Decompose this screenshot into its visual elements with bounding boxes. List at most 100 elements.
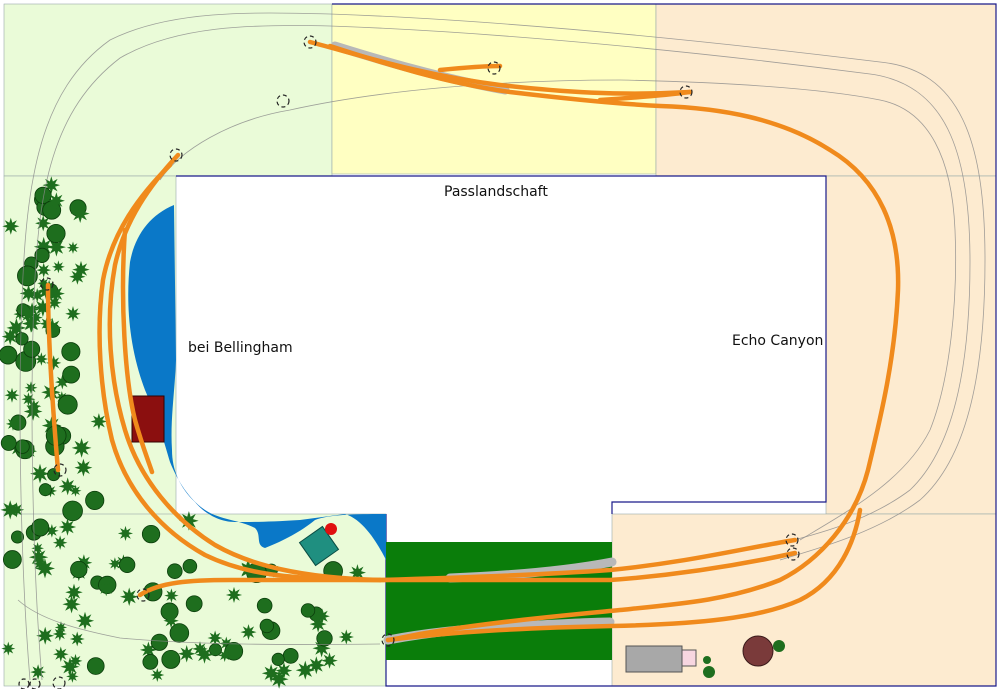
tree [208,643,222,657]
track-main-loop[interactable] [327,43,901,643]
tree [62,500,83,522]
track-end-marker [53,463,67,477]
tree [47,237,66,257]
track-end-marker [303,35,317,49]
hidden-track-outer [19,12,986,681]
tree [70,204,90,223]
board-top-right [655,3,997,177]
tree [46,223,66,244]
tree-group [0,176,366,689]
track-end-marker [487,61,501,75]
tree [338,629,354,645]
tree [300,603,316,618]
bush [773,640,785,652]
tree [150,633,168,651]
tree [119,556,136,573]
track-bottom-return[interactable] [385,507,863,643]
tree [47,192,65,210]
board-top-left [3,3,333,177]
tree [90,413,108,430]
tree [69,631,85,647]
tree [62,365,81,384]
tree [167,563,183,579]
tree [108,557,122,571]
water-lake [128,205,386,560]
tree [169,623,190,643]
tree [120,587,139,606]
tree [24,381,38,395]
tree [58,518,77,536]
track-end-marker [169,148,183,162]
track-bottom-main[interactable] [137,550,798,598]
tree [225,586,243,603]
track-upper-left[interactable] [307,39,693,96]
tree [240,624,257,641]
tree [316,630,333,647]
hidden-tracks [17,12,986,681]
tree [1,328,19,346]
tree [271,652,285,666]
tree [142,654,159,670]
hidden-track-3 [159,79,957,541]
track-left-spur[interactable] [120,227,155,475]
tree [141,524,161,544]
tree [0,345,18,365]
tree [5,416,21,431]
tree [75,611,95,630]
tree [69,484,82,497]
tree [178,645,196,663]
tree [321,652,338,669]
shed-grey [625,645,683,673]
tree [275,662,293,679]
tree [282,647,299,664]
board-right [825,175,997,515]
round-structure [742,635,774,667]
tree [161,649,181,669]
tree [36,626,55,645]
track-end-marker [40,277,54,291]
main-tracks [45,39,901,645]
tree [70,560,88,579]
tree [66,241,80,254]
hidden-track-4 [17,599,381,645]
tree [69,268,86,285]
tree [259,618,274,634]
track-upper-siding[interactable] [437,63,503,73]
label-echo-canyon: Echo Canyon [732,333,824,349]
tree [10,530,25,544]
track-upper-right-stub[interactable] [597,89,693,103]
tree [207,630,223,646]
tree [2,550,22,569]
tree [117,525,133,541]
tree [30,463,50,484]
label-bei-bellingham: bei Bellingham [188,340,293,356]
track-end-marker [785,533,799,547]
tree [52,535,68,550]
tree [62,595,81,614]
tree [34,352,49,366]
tree [19,284,38,303]
track-end-marker [276,94,290,108]
tree [179,511,199,531]
tree [53,646,69,662]
track-bottom-siding[interactable] [377,537,798,583]
tree [31,518,50,537]
signal-red [325,523,337,535]
tree [8,502,25,518]
tree [164,588,179,603]
track-end-marker [679,85,693,99]
tree [98,579,115,597]
shed-pink [681,649,697,667]
bush [703,666,715,678]
track-end-marker [52,676,66,689]
tree [57,394,78,415]
track-end-marker [18,678,30,689]
tree [21,314,41,333]
tree [256,597,273,614]
track-left-curve-2[interactable] [97,162,383,583]
tree [195,645,214,664]
tree [182,558,198,574]
tree [65,306,81,322]
tree [38,483,52,497]
track-left-straight[interactable] [45,282,61,473]
